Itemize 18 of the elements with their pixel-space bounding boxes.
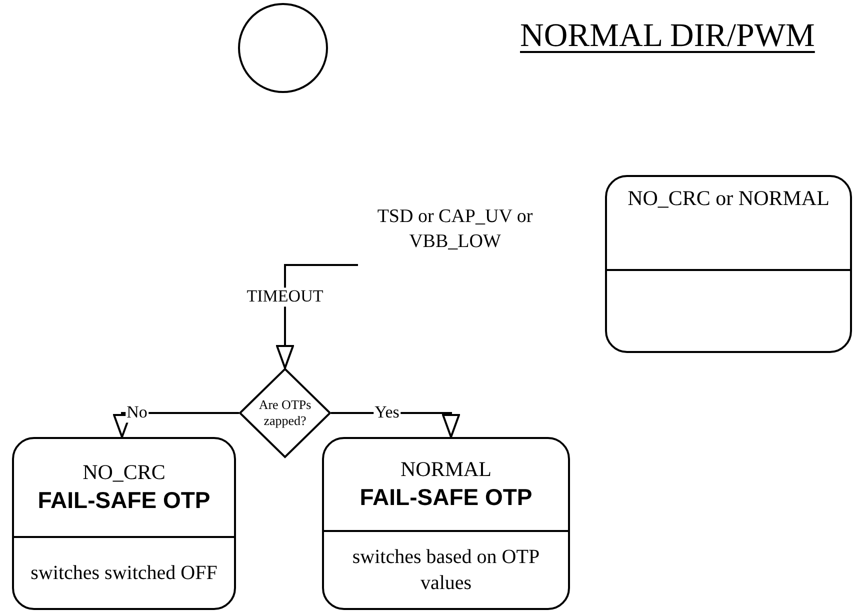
mode-title: FAIL-SAFE OTP bbox=[38, 486, 210, 516]
state-name: NO_CRC bbox=[82, 458, 166, 486]
mode-title: FAIL-SAFE OTP bbox=[360, 483, 532, 512]
arrow bbox=[113, 412, 239, 438]
decision-diamond bbox=[239, 368, 331, 458]
arrow bbox=[276, 264, 358, 369]
state-name: NORMAL bbox=[400, 456, 492, 483]
state-action: switches based on OTP values bbox=[351, 545, 541, 596]
state-action: switches switched OFF bbox=[30, 561, 218, 586]
edge-label: TIMEOUT bbox=[246, 288, 324, 306]
decision-text: Are OTPs zapped? bbox=[258, 396, 312, 430]
circle-shape bbox=[238, 3, 328, 93]
edge-label: No bbox=[126, 404, 148, 422]
state-box bbox=[322, 437, 570, 610]
state-box bbox=[605, 175, 852, 353]
condition-note: TSD or CAP_UV or VBB_LOW bbox=[376, 205, 534, 254]
state-box bbox=[12, 437, 236, 610]
state-name: NO_CRC or NORMAL bbox=[628, 185, 830, 212]
